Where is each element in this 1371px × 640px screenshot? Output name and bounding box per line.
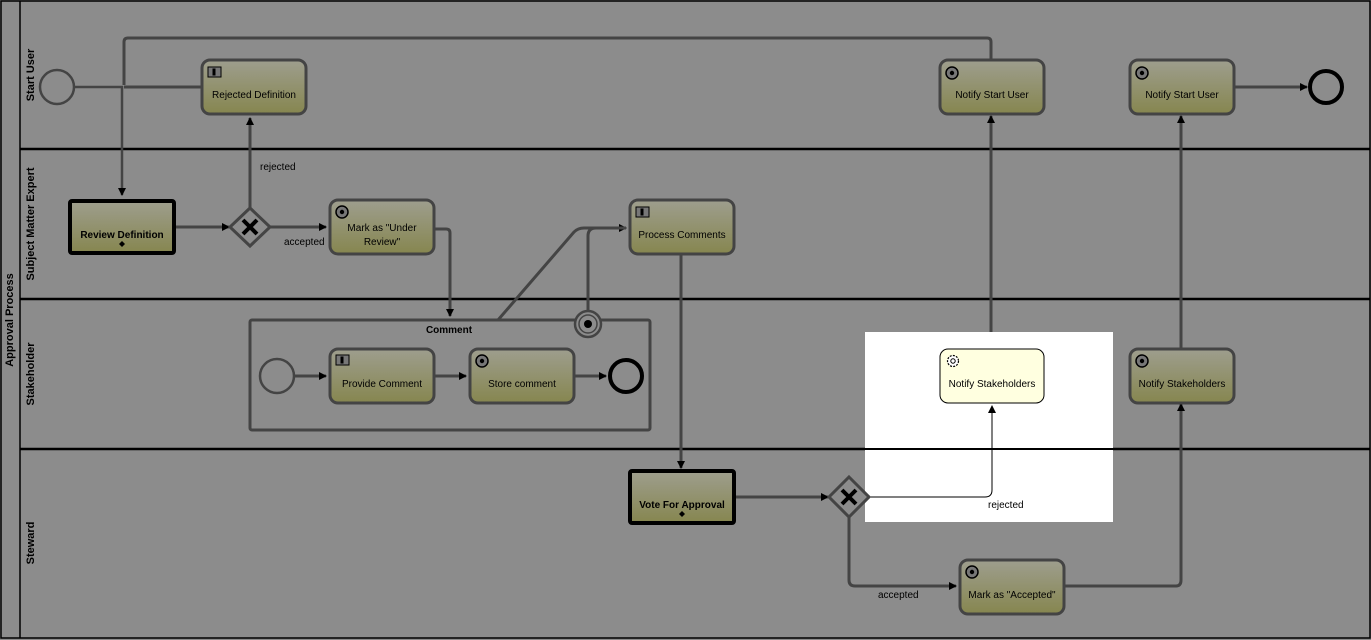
task-process-comments[interactable]: Process Comments — [628, 198, 736, 256]
task-vote-for-approval[interactable]: Vote For Approval — [628, 469, 736, 525]
gear-icon — [965, 565, 979, 579]
boundary-event[interactable] — [573, 309, 603, 339]
user-task-icon — [635, 206, 650, 218]
flow-steward-accepted — [847, 517, 957, 590]
call-activity-marker — [679, 511, 685, 517]
task-mark-accepted[interactable]: Mark as "Accepted" — [958, 558, 1066, 616]
task-review-definition[interactable]: Review Definition — [68, 199, 176, 255]
gear-icon — [335, 205, 349, 219]
flow-boundary-to-process — [586, 226, 626, 310]
gear-icon — [1135, 354, 1149, 368]
task-notify-start-user-1[interactable]: Notify Start User — [938, 58, 1046, 116]
end-event[interactable] — [1308, 69, 1344, 105]
flow-start-to-review — [74, 85, 126, 196]
svg-text:Rejected Definition: Rejected Definition — [212, 90, 296, 101]
svg-text:Mark as "Under: Mark as "Under — [347, 223, 417, 234]
svg-text:Process Comments: Process Comments — [638, 230, 725, 241]
flow-under-review-to-comment — [434, 227, 454, 317]
subprocess-comment[interactable]: Comment — [248, 318, 652, 432]
gear-icon — [946, 354, 960, 368]
svg-text:Store comment: Store comment — [488, 379, 556, 390]
subprocess-end-event[interactable] — [608, 358, 644, 394]
svg-text:Comment: Comment — [426, 325, 473, 336]
svg-text:Notify Start User: Notify Start User — [955, 90, 1029, 101]
subprocess-start-event[interactable] — [258, 357, 296, 395]
user-task-icon — [207, 66, 222, 78]
flow-comment-to-process — [496, 224, 627, 321]
flow-accepted-to-notify — [1065, 403, 1185, 588]
flow-notify-start-user-loop — [122, 36, 993, 85]
exclusive-x-icon — [840, 488, 858, 506]
lane-label-stakeholder: Stakeholder — [25, 342, 37, 406]
gateway-sme-decision[interactable] — [227, 205, 273, 249]
start-event[interactable] — [38, 68, 76, 106]
lane-label-start-user: Start User — [25, 48, 37, 101]
lane-separators — [20, 147, 1370, 451]
svg-text:Review Definition: Review Definition — [80, 230, 163, 241]
gear-icon — [945, 66, 959, 80]
label-steward-rejected: rejected — [988, 500, 1024, 511]
svg-text:Vote For Approval: Vote For Approval — [639, 500, 725, 511]
task-notify-start-user-2[interactable]: Notify Start User — [1128, 58, 1236, 116]
svg-text:Notify Stakeholders: Notify Stakeholders — [1139, 379, 1226, 390]
call-activity-marker — [119, 241, 125, 247]
svg-text:Mark as "Accepted": Mark as "Accepted" — [968, 590, 1056, 601]
pool-label: Approval Process — [4, 273, 16, 367]
lane-label-steward: Steward — [25, 522, 37, 565]
label-sme-accepted: accepted — [284, 237, 325, 248]
exclusive-x-icon — [241, 218, 259, 236]
task-rejected-definition[interactable]: Rejected Definition — [200, 58, 308, 116]
svg-text:Notify Start User: Notify Start User — [1145, 90, 1219, 101]
svg-text:Provide Comment: Provide Comment — [342, 379, 422, 390]
gear-icon — [1135, 66, 1149, 80]
flow-steward-rejected — [868, 405, 996, 498]
label-sme-rejected: rejected — [260, 162, 296, 173]
task-provide-comment[interactable]: Provide Comment — [328, 347, 436, 405]
task-notify-stakeholders-highlight[interactable]: Notify Stakeholders — [939, 348, 1045, 404]
task-mark-under-review[interactable]: Mark as "Under Review" — [328, 198, 436, 256]
svg-text:Review": Review" — [364, 237, 401, 248]
task-notify-stakeholders[interactable]: Notify Stakeholders — [1128, 347, 1236, 405]
user-task-icon — [335, 354, 350, 366]
sequence-flows — [74, 36, 1308, 590]
gateway-steward-decision[interactable] — [826, 474, 872, 520]
label-steward-accepted: accepted — [878, 590, 919, 601]
svg-text:Notify Stakeholders: Notify Stakeholders — [949, 379, 1036, 390]
lane-label-subject-matter-expert: Subject Matter Expert — [25, 167, 37, 280]
task-store-comment[interactable]: Store comment — [468, 347, 576, 405]
gear-icon — [475, 354, 489, 368]
